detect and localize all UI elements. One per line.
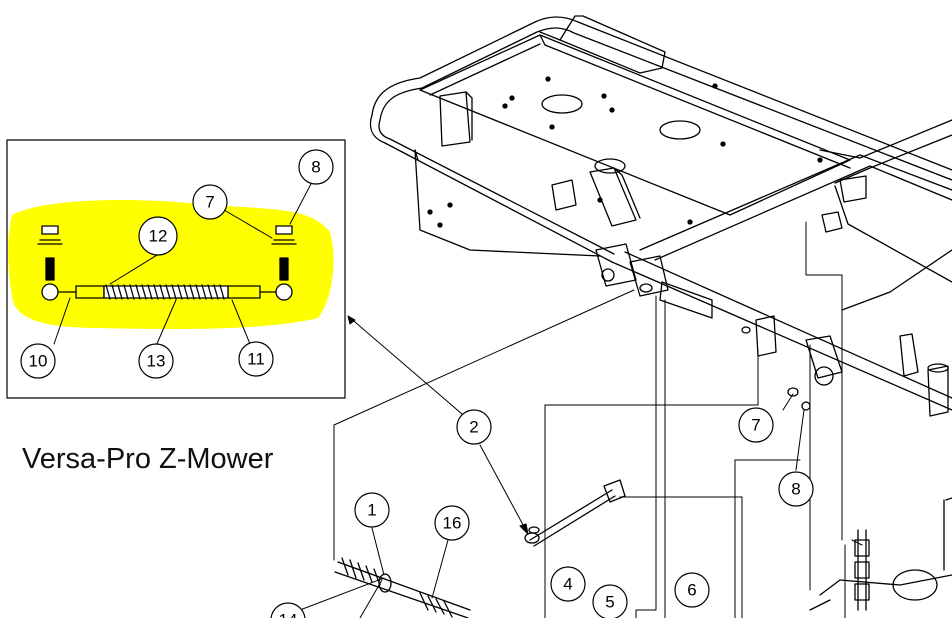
callout-2: 2 bbox=[456, 409, 492, 445]
svg-text:6: 6 bbox=[687, 581, 696, 600]
svg-text:7: 7 bbox=[751, 416, 760, 435]
svg-text:8: 8 bbox=[311, 158, 320, 177]
callout-8-main: 8 bbox=[778, 471, 814, 507]
svg-text:13: 13 bbox=[147, 352, 166, 371]
svg-text:14: 14 bbox=[279, 611, 298, 618]
callout-1: 1 bbox=[354, 492, 390, 528]
svg-text:4: 4 bbox=[563, 575, 572, 594]
svg-text:12: 12 bbox=[149, 227, 168, 246]
callout-11: 11 bbox=[238, 341, 274, 377]
svg-text:5: 5 bbox=[605, 593, 614, 612]
inset-highlight bbox=[8, 199, 334, 329]
callouts: 2 1 16 4 5 6 7 8 14 12 7 8 10 13 11 bbox=[20, 149, 814, 618]
callout-6: 6 bbox=[674, 572, 710, 608]
steering-rod bbox=[524, 479, 626, 547]
svg-text:16: 16 bbox=[443, 514, 462, 533]
diagram-title: Versa-Pro Z-Mower bbox=[22, 443, 274, 475]
callout-13: 13 bbox=[138, 343, 174, 379]
svg-text:8: 8 bbox=[791, 480, 800, 499]
svg-text:11: 11 bbox=[247, 350, 265, 369]
callout-7-main: 7 bbox=[738, 407, 774, 443]
callout-4: 4 bbox=[550, 566, 586, 602]
mower-frame bbox=[369, 15, 952, 417]
callout-10: 10 bbox=[20, 343, 56, 379]
leader-lines bbox=[299, 221, 863, 618]
callout-5: 5 bbox=[592, 584, 628, 618]
svg-text:10: 10 bbox=[29, 352, 48, 371]
spring-damper bbox=[334, 557, 471, 618]
callout-8-inset: 8 bbox=[298, 149, 334, 185]
callout-12: 12 bbox=[138, 216, 178, 256]
svg-text:7: 7 bbox=[205, 193, 214, 212]
svg-text:2: 2 bbox=[469, 418, 478, 437]
callout-14: 14 bbox=[270, 602, 306, 618]
callout-16: 16 bbox=[434, 505, 470, 541]
callout-7-inset: 7 bbox=[192, 184, 228, 220]
chain-and-deck bbox=[809, 497, 952, 611]
inset-detail-box bbox=[6, 139, 346, 399]
svg-text:1: 1 bbox=[367, 501, 376, 520]
